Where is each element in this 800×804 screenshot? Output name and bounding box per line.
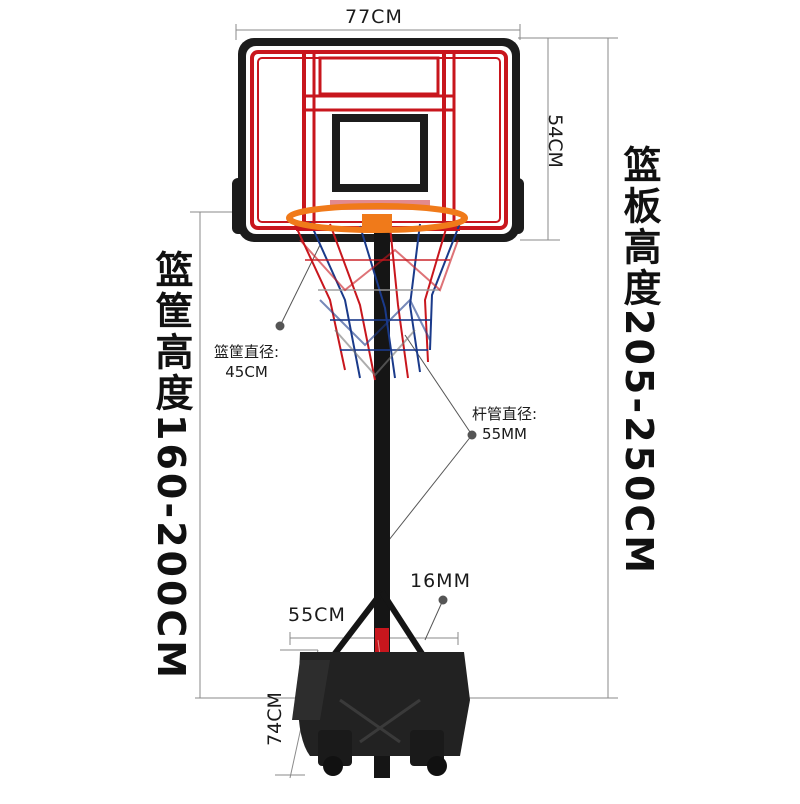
- backboard-height-label: 54CM: [543, 114, 566, 168]
- board-height-label: 篮板高度205-250CM: [617, 145, 661, 577]
- base-width-label: 55CM: [288, 604, 346, 626]
- rim-diameter-label: 篮筐直径:: [214, 343, 280, 361]
- base: [292, 590, 470, 776]
- tube-spec-label: 16MM: [410, 570, 471, 592]
- base-depth-label: 74CM: [263, 692, 286, 746]
- backboard: [232, 38, 524, 242]
- rim-diameter-value: 45CM: [225, 363, 268, 381]
- net: [291, 217, 463, 381]
- pole-diameter-callout: 杆管直径: 55MM: [472, 404, 537, 444]
- pole-diameter-label: 杆管直径:: [472, 405, 538, 423]
- rim-diameter-callout: 篮筐直径: 45CM: [214, 342, 279, 382]
- rim: [286, 203, 468, 233]
- rim-height-label: 篮筐高度160-200CM: [149, 250, 193, 682]
- backboard-width-label: 77CM: [345, 6, 403, 28]
- pole-diameter-value: 55MM: [482, 425, 528, 443]
